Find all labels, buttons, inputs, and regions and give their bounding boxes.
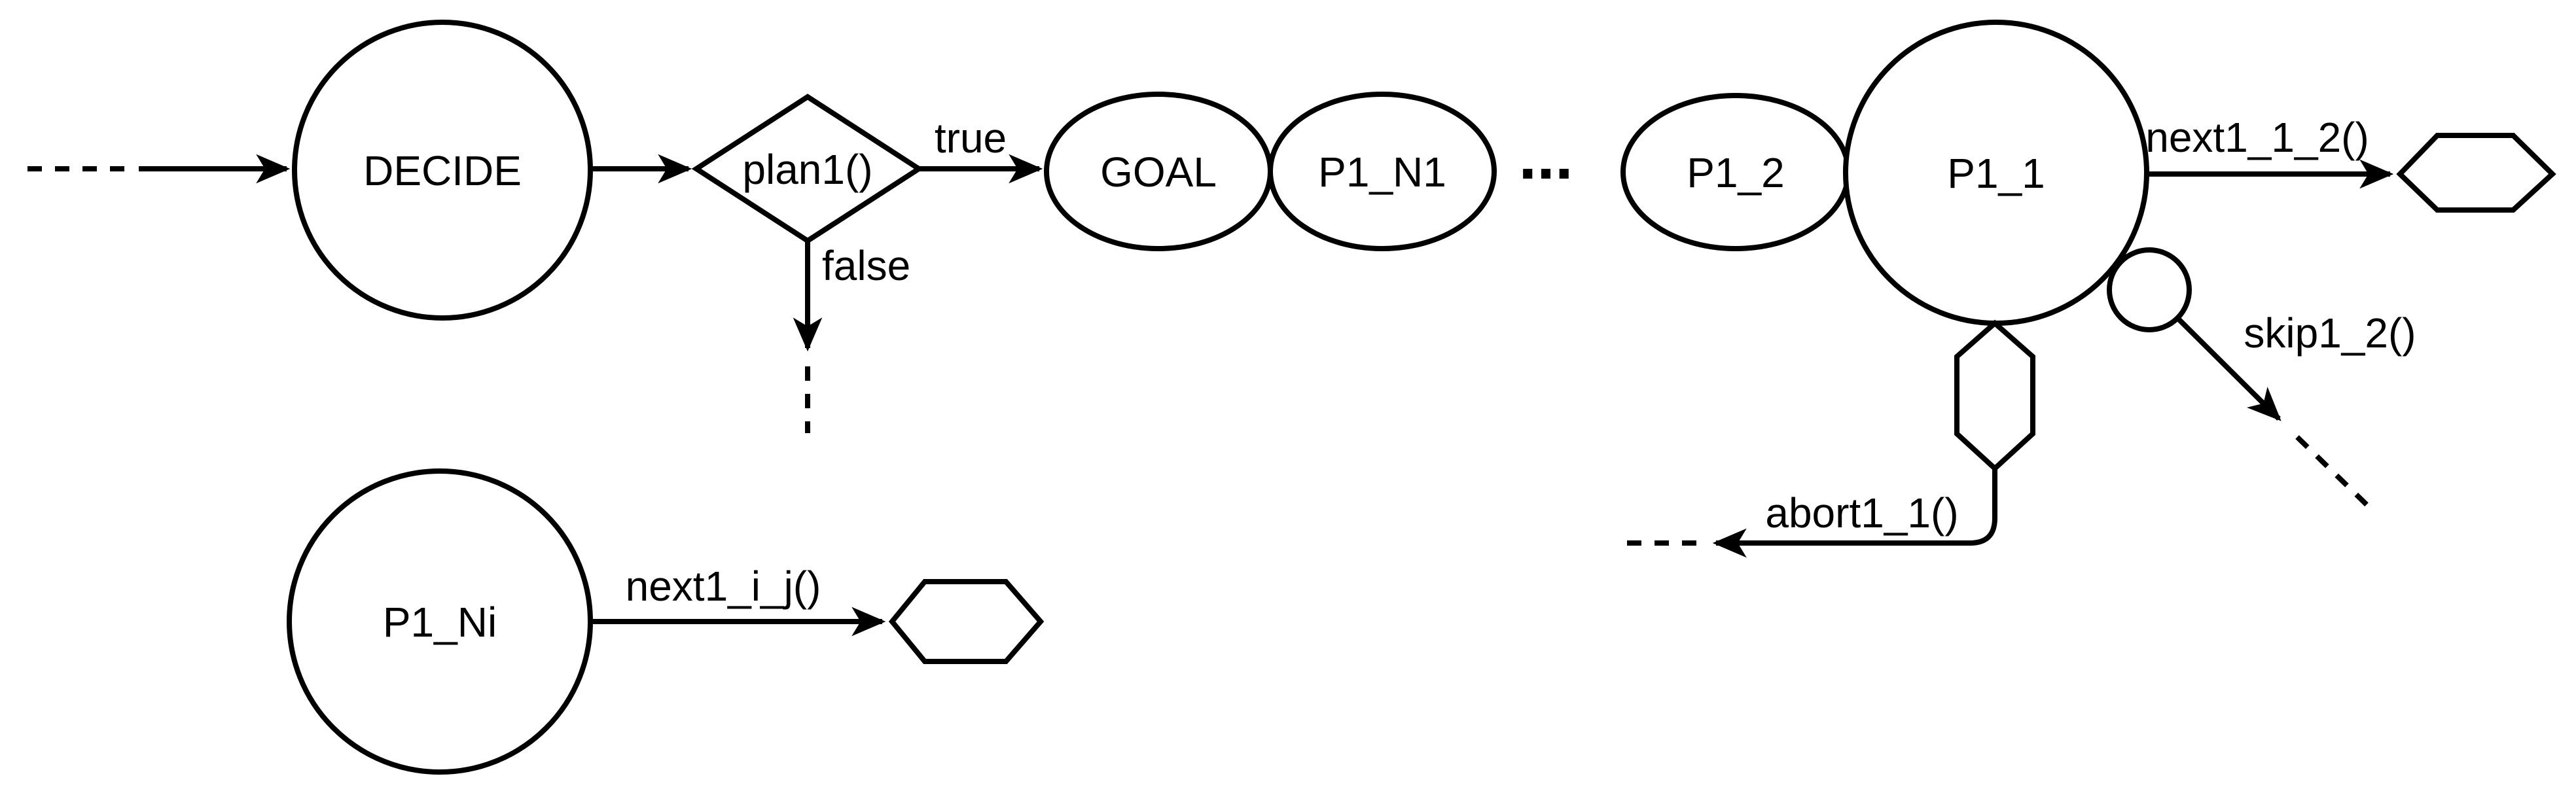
node-goal: GOAL <box>1044 92 1273 251</box>
abort1-1-arrow-line <box>1712 468 1997 558</box>
decide-label: DECIDE <box>363 147 522 194</box>
edge-next1-1-2: next1_1_2() <box>2145 114 2394 189</box>
p1-1-label: P1_1 <box>1947 150 2045 197</box>
abort-hexagon <box>1954 319 2035 472</box>
node-p1-1: P1_1 <box>1843 20 2149 326</box>
skip1-2-arrow-line <box>2176 317 2281 421</box>
abort1-1-edge-label: abort1_1() <box>1765 489 1958 536</box>
node-p1-ni: P1_Ni <box>287 468 593 775</box>
edge-false: false <box>793 241 910 433</box>
next1-1-2-hexagon <box>2396 133 2556 213</box>
node-p1-n1: P1_N1 <box>1268 92 1497 251</box>
plan1-label: plan1() <box>742 146 872 193</box>
ellipsis-dots: ... <box>1518 120 1573 193</box>
edge-true: true <box>919 114 1043 184</box>
p1-2-label: P1_2 <box>1687 149 1784 196</box>
node-plan1-decision: plan1() <box>691 94 924 244</box>
skip1-2-dashed-tail <box>2295 435 2372 510</box>
next1-1-2-edge-label: next1_1_2() <box>2145 114 2369 161</box>
node-decide: DECIDE <box>292 20 593 321</box>
goal-label: GOAL <box>1100 149 1217 196</box>
edge-next1-i-j: next1_i_j() <box>590 563 886 637</box>
next1-i-j-hexagon <box>888 579 1045 664</box>
edge-skip1-2: skip1_2() <box>2176 309 2416 510</box>
false-edge-label: false <box>822 242 910 289</box>
p1-n1-ellipse <box>1268 92 1497 251</box>
p1-n1-label: P1_N1 <box>1318 149 1446 196</box>
skip1-2-edge-label: skip1_2() <box>2244 309 2416 357</box>
junction-small-circle <box>2107 247 2192 332</box>
true-edge-label: true <box>935 114 1007 162</box>
next1-i-j-edge-label: next1_i_j() <box>626 563 821 610</box>
p1-ni-label: P1_Ni <box>383 599 497 646</box>
edge-abort1-1: abort1_1() <box>1622 468 1997 558</box>
node-p1-2: P1_2 <box>1620 93 1851 251</box>
